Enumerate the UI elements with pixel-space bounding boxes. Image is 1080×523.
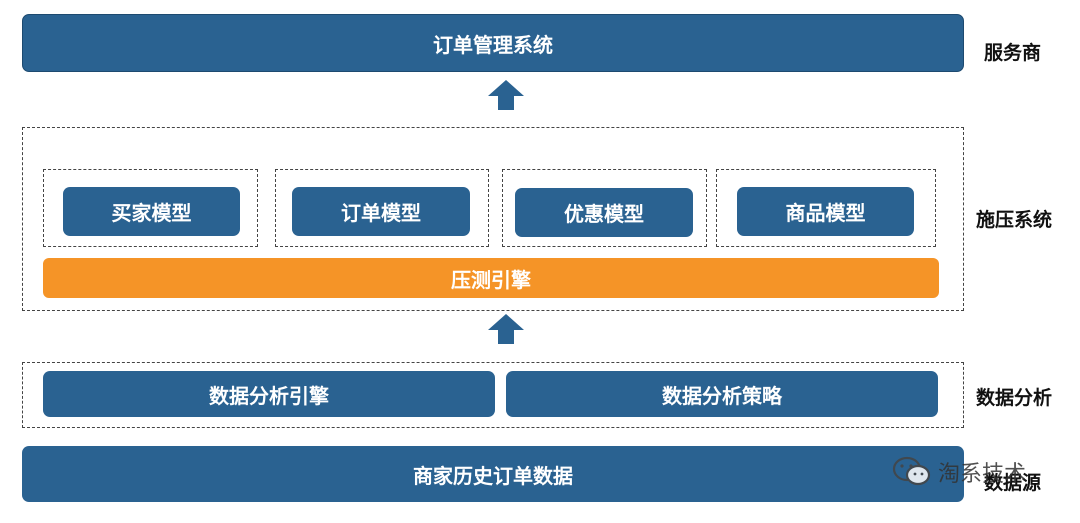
stress-test-engine-label: 压测引擎	[451, 267, 531, 292]
merchant-historical-order-data-label: 商家历史订单数据	[413, 463, 573, 488]
stress-system-container	[22, 127, 964, 311]
discount-model-label: 优惠模型	[564, 202, 644, 226]
order-model-box: 订单模型	[292, 187, 470, 236]
buyer-model-box: 买家模型	[63, 187, 240, 236]
up-arrow-icon	[488, 80, 524, 110]
data-source-label: 数据源	[984, 472, 1042, 494]
merchant-historical-order-data-box: 商家历史订单数据	[22, 446, 964, 502]
buyer-model-label: 买家模型	[111, 201, 192, 225]
up-arrow-icon	[488, 314, 524, 344]
product-model-box: 商品模型	[737, 187, 914, 236]
wechat-icon	[892, 456, 931, 486]
data-analysis-engine-box: 数据分析引擎	[43, 371, 495, 417]
buyer-model-frame	[43, 169, 258, 247]
data-analysis-strategy-label: 数据分析策略	[662, 383, 782, 408]
watermark-text: 淘系技术	[938, 462, 1027, 487]
order-management-system-box: 订单管理系统	[22, 14, 964, 72]
stress-system-label: 施压系统	[976, 209, 1053, 231]
data-analysis-container	[22, 362, 964, 428]
watermark: 淘系技术	[892, 456, 1026, 488]
order-model-label: 订单模型	[341, 201, 421, 225]
data-analysis-strategy-box: 数据分析策略	[506, 371, 938, 417]
order-management-system-label: 订单管理系统	[433, 32, 553, 57]
service-provider-label: 服务商	[984, 42, 1042, 64]
data-analysis-label: 数据分析	[976, 387, 1053, 409]
discount-model-box: 优惠模型	[515, 188, 693, 237]
discount-model-frame	[502, 169, 707, 247]
stress-test-engine-bar: 压测引擎	[43, 258, 939, 298]
data-analysis-engine-label: 数据分析引擎	[209, 383, 329, 408]
order-model-frame	[275, 169, 489, 247]
product-model-label: 商品模型	[785, 201, 866, 225]
product-model-frame	[716, 169, 936, 247]
